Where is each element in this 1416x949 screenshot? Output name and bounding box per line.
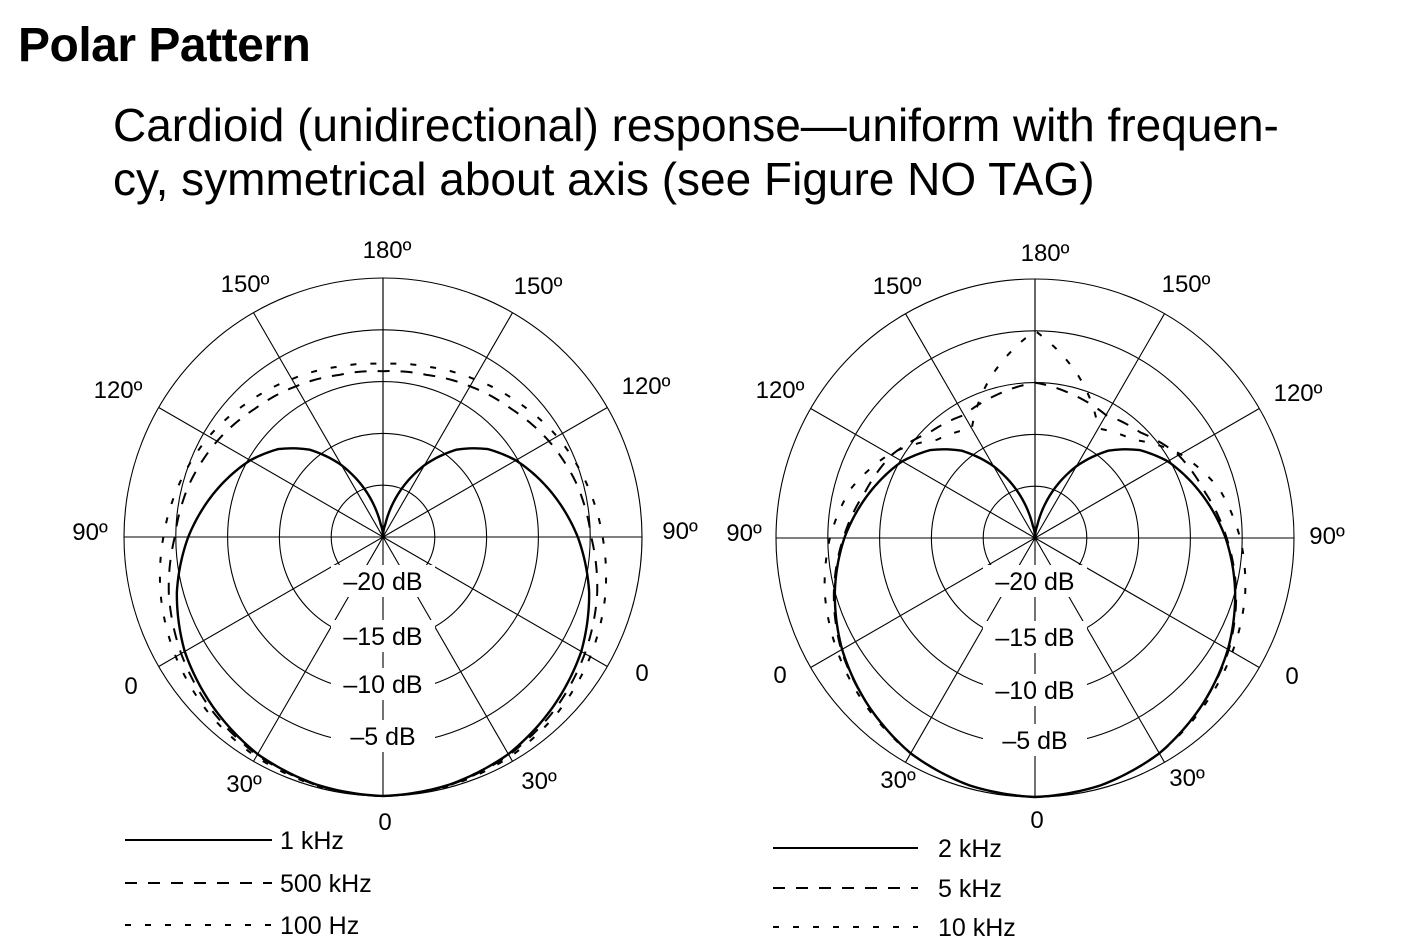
angle-label: 90º [662,518,698,545]
ring-label-backing [331,668,435,700]
angle-label: 120º [756,377,805,404]
grid-spoke [253,312,384,538]
grid-spoke [382,536,608,667]
series-curve-2-khz [833,448,1237,799]
angle-label: 150º [1162,271,1211,298]
page-title: Polar Pattern [18,19,311,72]
ring-label: –15 dB [343,623,422,651]
ring-label-backing [331,620,435,652]
angle-label: 30º [1169,765,1205,792]
series-curve-100-hz [158,362,608,797]
ring-label: –20 dB [343,568,422,596]
series-curve-10-khz [823,329,1247,798]
grid-spoke [158,536,384,667]
ring-label: –15 dB [995,624,1074,652]
ring-label-backing [983,621,1087,653]
angle-label: 0 [1285,663,1298,690]
description: Cardioid (unidirectional) response—unifo… [113,98,1413,206]
series-curve-500-khz [167,370,599,797]
angle-label: 90º [726,520,762,547]
angle-label: 180º [1021,240,1070,267]
legend-label: 10 kHz [938,914,1016,942]
angle-label: 150º [514,273,563,300]
ring-label-backing [983,724,1087,756]
grid-spoke [382,407,608,538]
grid-spoke [905,313,1036,539]
grid-spoke [810,537,1036,668]
angle-label: 30º [226,771,262,798]
series-curve-5-khz [832,381,1238,798]
legend: 2 kHz 5 kHz 10 kHz [773,835,1016,942]
ring-label: –10 dB [343,671,422,699]
ring-label: –5 dB [350,723,415,751]
angle-label: 180º [363,237,412,264]
grid-spoke [810,408,1036,539]
ring-label-backing [331,720,435,752]
angle-label: 120º [622,373,671,400]
angle-label: 30º [880,767,916,794]
description-line-1: Cardioid (unidirectional) response—unifo… [113,99,1279,151]
series-curve-1-khz [175,447,591,798]
legend-label: 5 kHz [938,875,1002,903]
legend-label: 2 kHz [938,835,1002,863]
angle-label: 150º [873,273,922,300]
angle-label: 90º [72,519,108,546]
ring-label: –20 dB [995,568,1074,596]
legend-label: 100 Hz [280,912,359,940]
grid-spoke [1034,408,1260,539]
ring-label-backing [331,565,435,597]
polar-grid [123,277,643,797]
description-line-2: cy, symmetrical about axis (see Figure N… [113,153,1095,205]
angle-label: 120º [94,377,143,404]
angle-label: 0 [1030,807,1043,834]
grid-spoke [1034,537,1260,668]
grid-spoke [382,312,513,538]
angle-label: 0 [635,660,648,687]
legend-label: 1 kHz [280,827,344,855]
grid-spoke [1034,313,1165,539]
angle-label: 120º [1274,380,1323,407]
legend-label: 500 kHz [280,870,372,898]
ring-label: –10 dB [995,677,1074,705]
legend: 1 kHz 500 kHz 100 Hz [125,827,372,940]
ring-label-backing [983,674,1087,706]
angle-label: 150º [221,271,270,298]
angle-label: 0 [124,673,137,700]
angle-label: 90º [1309,523,1345,550]
angle-label: 0 [378,809,391,836]
angle-label: 0 [773,662,786,689]
ring-label-backing [983,565,1087,597]
grid-spoke [158,407,384,538]
ring-label: –5 dB [1002,727,1067,755]
angle-label: 30º [521,768,557,795]
